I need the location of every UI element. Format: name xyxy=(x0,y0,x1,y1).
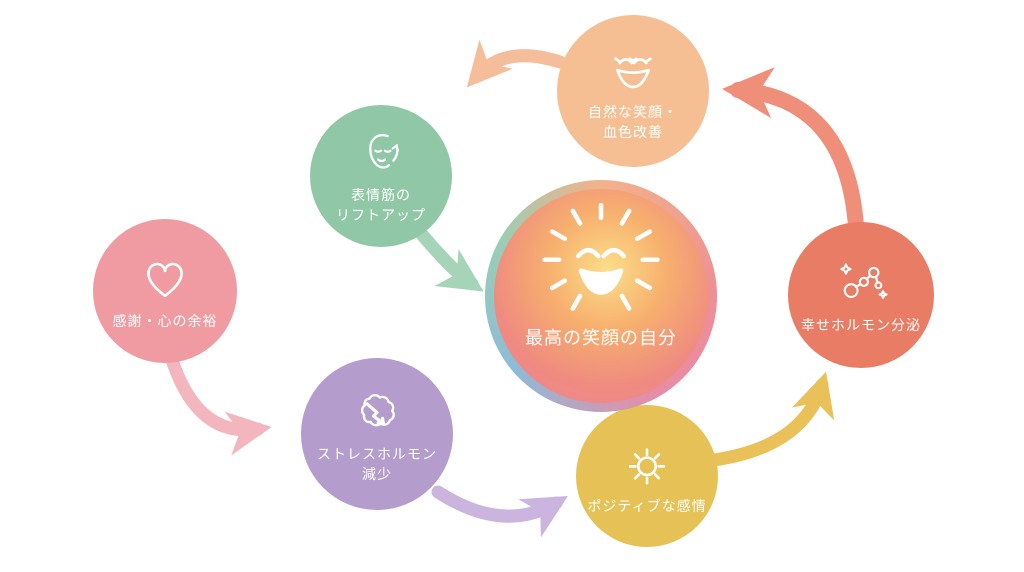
arrow-hormone-to-smile xyxy=(722,67,864,234)
brain-down-arrow-icon xyxy=(360,393,395,427)
heart-icon xyxy=(147,262,183,297)
node-positive-emotion: ポジティブな感情 xyxy=(576,405,718,547)
node-label: ポジティブな感情 xyxy=(587,498,707,515)
node-natural-smile: 自然な笑顔・ 血色改善 xyxy=(557,15,709,167)
arrow-smile-to-facial xyxy=(466,39,567,88)
node-label: 表情筋の リフトアップ xyxy=(336,187,426,224)
center-fill: 最高の笑顔の自分 xyxy=(494,189,708,403)
node-gratitude: 感謝・心の余裕 xyxy=(93,219,237,363)
molecule-sparkle-icon xyxy=(840,263,888,299)
arrow-stress-to-positive xyxy=(431,485,568,538)
node-label: 自然な笑顔・ 血色改善 xyxy=(588,104,678,141)
smiling-face-icon xyxy=(614,57,652,89)
center-label: 最高の笑顔の自分 xyxy=(525,327,677,349)
sun-icon xyxy=(628,448,666,485)
arrow-facial-to-center xyxy=(407,218,484,292)
node-stress-down: ストレスホルモン 減少 xyxy=(301,358,453,510)
node-happy-hormone: 幸せホルモン分泌 xyxy=(788,222,934,368)
node-label: ストレスホルモン 減少 xyxy=(317,446,437,483)
arrow-positive-to-hormone xyxy=(707,371,835,467)
node-label: 幸せホルモン分泌 xyxy=(801,317,921,334)
face-lift-icon xyxy=(369,133,399,169)
node-label: 感謝・心の余裕 xyxy=(112,313,218,330)
sun-smile-face-icon xyxy=(542,203,660,311)
arrow-gratitude-to-stress xyxy=(165,353,272,456)
node-facial-lift: 表情筋の リフトアップ xyxy=(310,105,452,247)
center-ring: 最高の笑顔の自分 xyxy=(485,180,717,412)
